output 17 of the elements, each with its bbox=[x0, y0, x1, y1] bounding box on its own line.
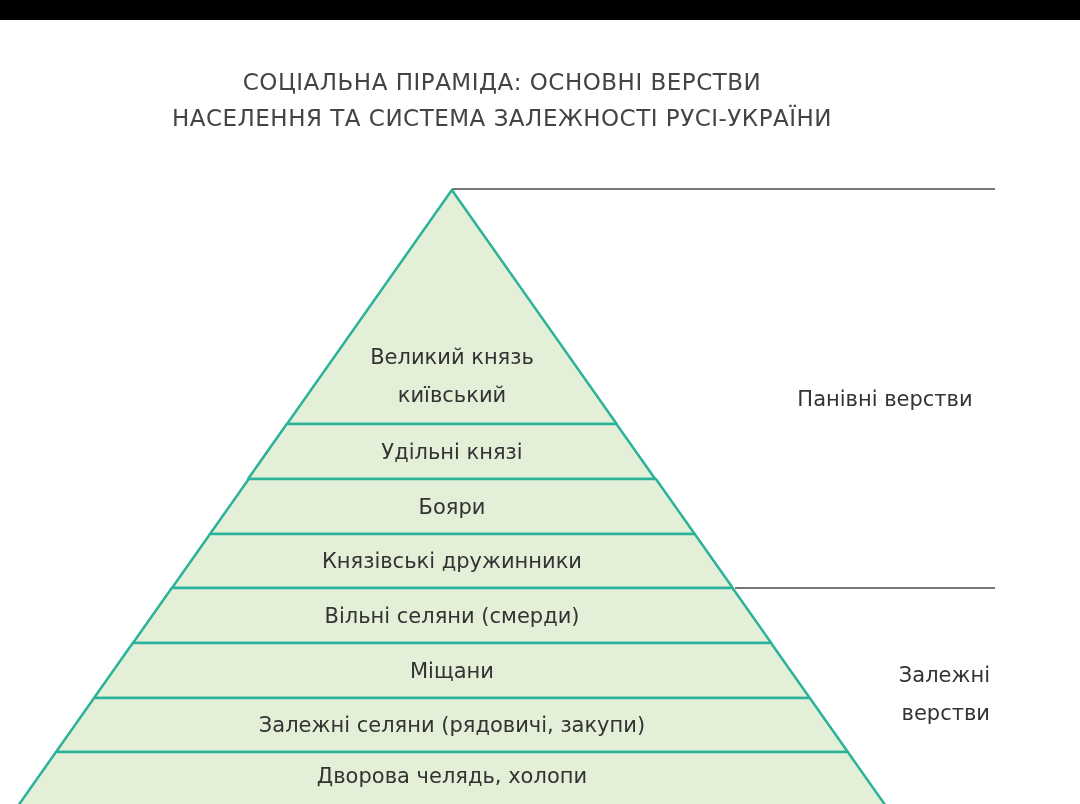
pyramid-tier bbox=[56, 698, 848, 752]
tier-label: Удільні князі bbox=[380, 438, 524, 466]
pyramid-tier bbox=[132, 588, 772, 643]
tier-label: Великий князь київський bbox=[369, 344, 535, 409]
tier-label: Бояри bbox=[417, 493, 487, 521]
tier-label: Вільні селяни (смерди) bbox=[323, 602, 581, 630]
tier-label: Дворова челядь, холопи bbox=[315, 763, 589, 790]
group-label: Панівні верстви bbox=[796, 386, 974, 413]
pyramid-tier bbox=[248, 424, 656, 479]
title: СОЦІАЛЬНА ПІРАМІДА: ОСНОВНІ ВЕРСТВИ НАСЕЛЕННЯ ТА СИСТЕМА ЗАЛЕЖНОСТІ РУСІ-УКРАЇНИ bbox=[170, 68, 834, 133]
tier-label: Міщани bbox=[409, 657, 495, 685]
pyramid-tier bbox=[94, 643, 810, 698]
pyramid-tier bbox=[171, 534, 733, 588]
group-label: Залежні верстви bbox=[897, 662, 990, 727]
pyramid-tier bbox=[209, 479, 695, 534]
tier-label: Залежні селяни (рядовичі, закупи) bbox=[257, 712, 647, 739]
tier-label: Князівські дружинники bbox=[320, 548, 583, 575]
